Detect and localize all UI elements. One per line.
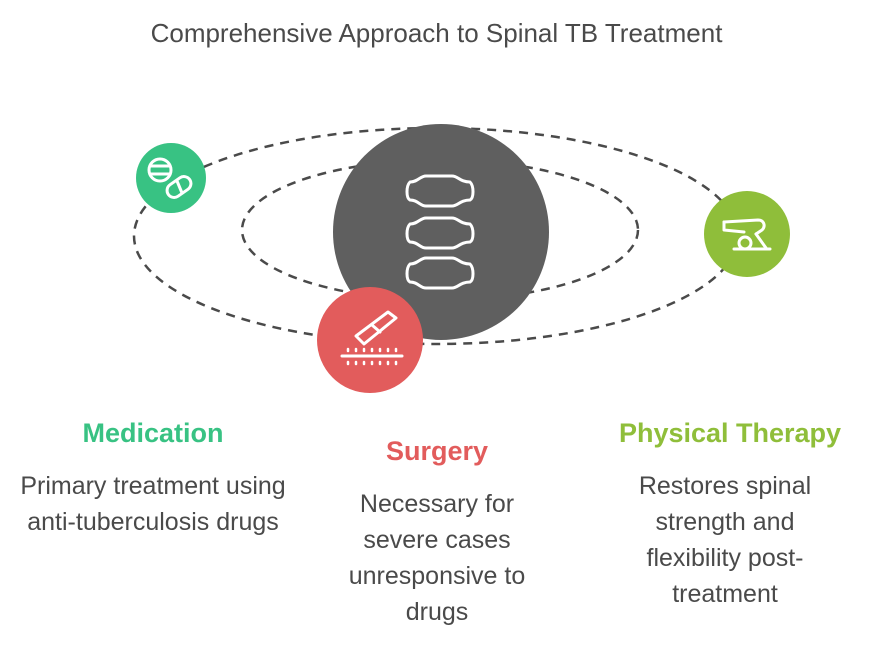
physical-therapy-title: Physical Therapy [618,418,842,448]
scalpel-icon [340,310,404,366]
physical-therapy-description: Restores spinal strength and flexibility… [638,472,812,608]
pills-icon [147,157,193,199]
exercise-icon [722,218,772,251]
inner-orbit [240,158,640,302]
surgery-title: Surgery [385,436,489,466]
spine-icon [405,174,475,290]
surgery-description: Necessary for severe cases unresponsive … [348,490,526,626]
center-circle [333,124,549,340]
physical-therapy-circle [704,191,790,277]
medication-title: Medication [82,418,224,448]
medication-description: Primary treatment using anti-tuberculosi… [20,472,286,536]
diagram-title: Comprehensive Approach to Spinal TB Trea… [150,18,723,48]
medication-circle [136,143,206,213]
